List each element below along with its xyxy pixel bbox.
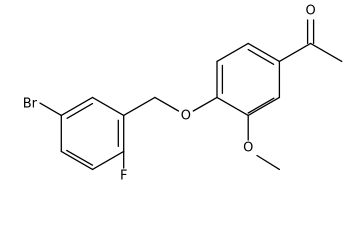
double-bond-r3-r4 [247,48,275,65]
bond-c2-c3 [60,96,94,117]
methoxyphenyl-ring [216,42,281,117]
atom-label-o-methoxy: O [243,141,253,156]
structure-diagram: Br F O O O [23,4,343,184]
bond-c5-c6 [91,150,125,171]
double-bond-c4-c5 [66,149,94,166]
bond-r4-cco [278,42,312,63]
atom-label-o-ether: O [181,109,191,124]
bond-r6-r1 [216,96,249,117]
bond-c1-ch2 [123,96,156,117]
bond-om-ch3 [256,154,281,171]
bond-r3-r4 [247,42,281,63]
atom-label-f: F [120,169,127,184]
bond-cco-ch3 [309,42,343,63]
bromofluorophenyl-ring [60,96,125,171]
double-bond-c2-c3 [66,102,94,119]
bond-c1-c2 [91,96,125,117]
double-bond-r5-r6 [247,97,275,114]
bond-c4-c5 [60,150,94,171]
atom-label-o-carbonyl: O [305,4,315,19]
bond-ch2-o [154,96,180,112]
bond-c3-br [39,102,62,117]
bond-o-c1r [192,96,218,112]
bond-r2-r3 [216,42,249,63]
atom-label-br: Br [23,97,38,112]
bond-r5-r6 [247,96,281,117]
